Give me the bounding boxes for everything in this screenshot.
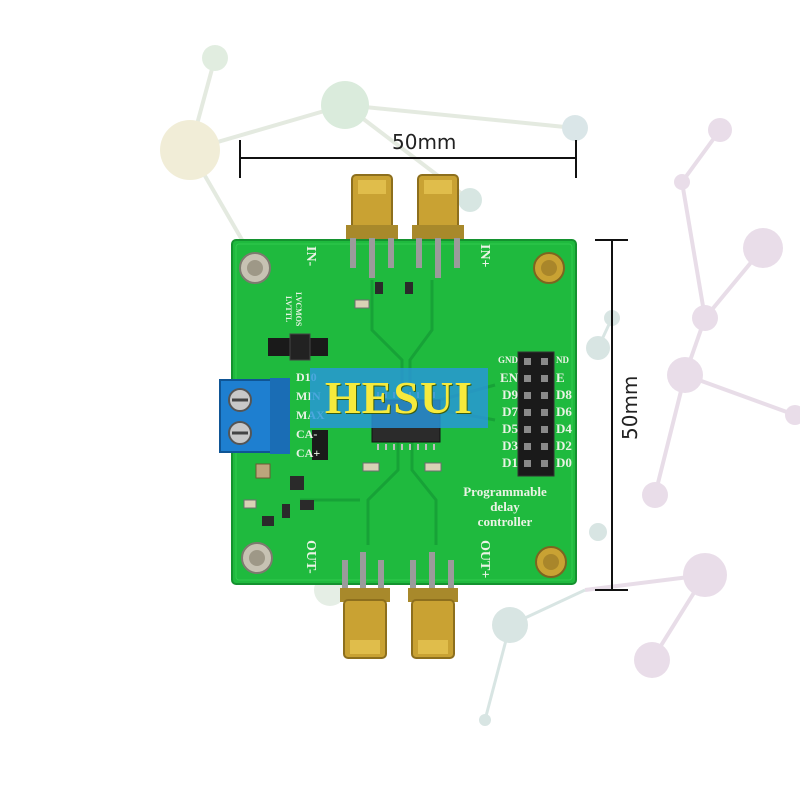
header-label: E	[556, 370, 565, 385]
header-label: D9	[502, 387, 518, 402]
header-label: D4	[556, 421, 572, 436]
sma-connector-out-plus	[408, 552, 458, 659]
header-label: GND	[498, 355, 518, 365]
caption-line: delay	[490, 499, 520, 514]
header-labels-right: ND E D8 D6 D4 D2 D0	[556, 352, 572, 471]
brand-watermark-text: HESUI	[324, 372, 474, 423]
header-label: D1	[502, 455, 518, 470]
sma-connector-in-minus	[346, 174, 398, 278]
header-label: D6	[556, 404, 572, 419]
label-in-minus: IN-	[303, 246, 318, 267]
header-label: D3	[502, 438, 518, 453]
mounting-hole-top-right	[533, 252, 565, 284]
header-label: D5	[502, 421, 518, 436]
jumper-header	[268, 333, 328, 460]
width-dimension	[239, 140, 577, 178]
mounting-hole-bottom-right	[535, 546, 567, 578]
sma-connector-in-plus	[412, 174, 464, 278]
header-label: D2	[556, 438, 572, 453]
jumper-label-lvcmos: LVCMOS	[294, 292, 303, 327]
header-label: D8	[556, 387, 572, 402]
label-in-plus: IN+	[477, 244, 492, 268]
height-dimension-label: 50mm	[618, 375, 642, 440]
pin-header	[517, 351, 555, 477]
screw-terminal-block	[219, 378, 290, 454]
left-label: CA-	[296, 427, 318, 441]
background-network	[160, 45, 800, 726]
header-label: D0	[556, 455, 572, 470]
width-dimension-label: 50mm	[392, 130, 457, 154]
height-dimension	[595, 239, 628, 591]
mounting-hole-bottom-left	[241, 542, 273, 574]
brand-watermark: HESUI	[310, 368, 488, 428]
label-out-plus: OUT+	[477, 540, 492, 579]
caption-line: Programmable	[463, 484, 547, 499]
sma-connector-out-minus	[340, 552, 390, 659]
header-labels-left: GND EN D9 D7 D5 D3 D1	[494, 352, 518, 471]
header-label: D7	[502, 404, 518, 419]
label-out-minus: OUT-	[303, 540, 318, 574]
board-caption: Programmable delay controller	[440, 484, 570, 529]
header-label: ND	[556, 355, 569, 365]
mounting-hole-top-left	[239, 252, 271, 284]
caption-line: controller	[477, 514, 533, 529]
jumper-label-lvttl: LVTTL	[284, 296, 293, 323]
header-label: EN	[499, 370, 518, 385]
smd-components	[243, 282, 442, 526]
left-label: CA+	[296, 446, 321, 460]
